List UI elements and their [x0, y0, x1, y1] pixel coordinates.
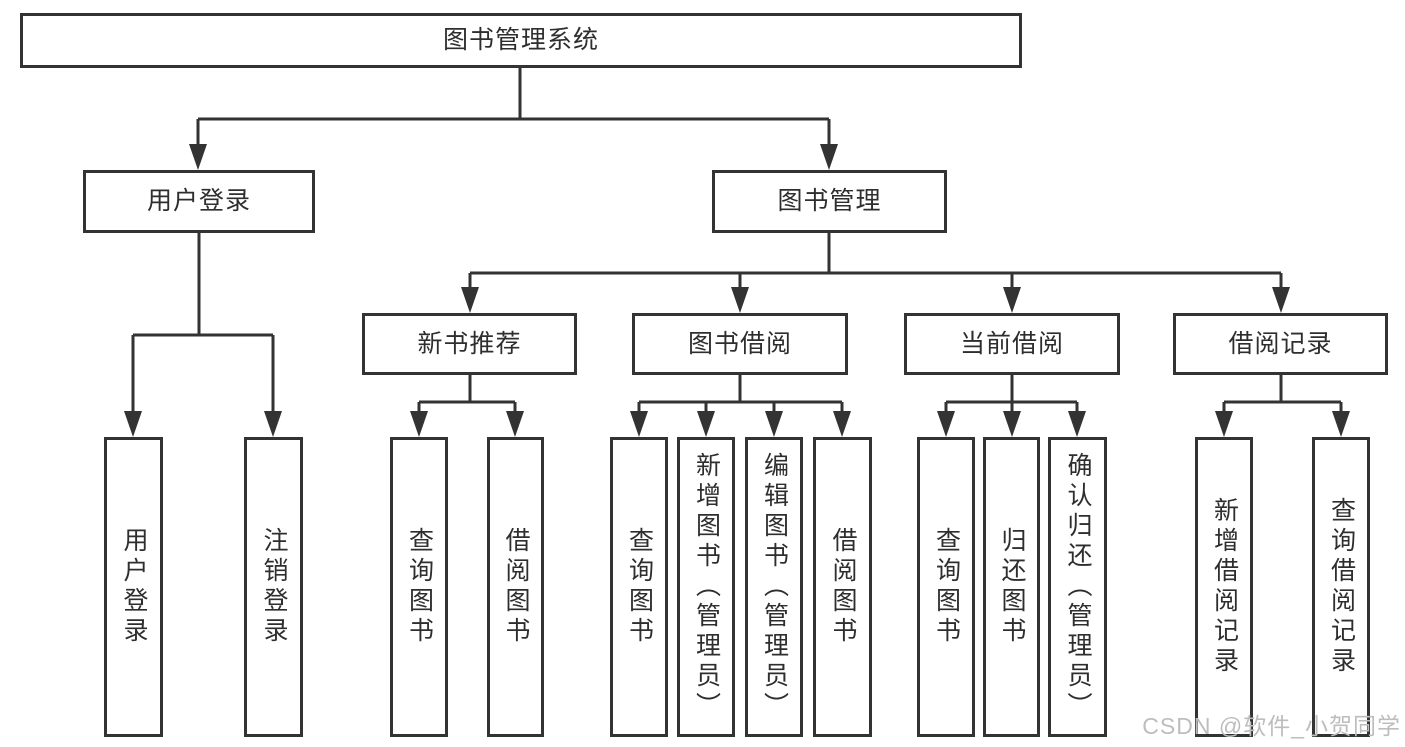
node-br-query-record-label: 查询借阅记录 — [1327, 497, 1356, 677]
edge-new-book-rec-to-leaves — [410, 375, 524, 437]
node-leaf-user-login-label: 用户登录 — [120, 527, 148, 647]
node-book-mgmt-label: 图书管理 — [777, 187, 882, 215]
edge-current-borrow-to-leaves — [937, 374, 1086, 437]
edge-borrow-record-to-leaves — [1215, 375, 1350, 437]
node-nbr-query-book: 查询图书 — [390, 437, 448, 737]
node-cb-query-book-label: 查询图书 — [932, 527, 961, 647]
edge-user-login-to-leaves — [124, 233, 282, 437]
node-cb-return-book: 归还图书 — [983, 437, 1040, 737]
edge-system-to-level2 — [189, 68, 838, 170]
node-br-query-record: 查询借阅记录 — [1312, 437, 1370, 737]
node-cb-query-book: 查询图书 — [917, 437, 975, 737]
node-leaf-logout-label: 注销登录 — [260, 527, 288, 647]
node-cb-return-book-label: 归还图书 — [998, 527, 1026, 647]
node-borrow-record-label: 借阅记录 — [1228, 329, 1333, 358]
node-leaf-user-login: 用户登录 — [104, 437, 163, 737]
node-cb-confirm-return: 确认归还（管理员） — [1048, 437, 1107, 737]
node-bb-query-book-label: 查询图书 — [625, 527, 654, 647]
csdn-watermark: CSDN @软件_小贺同学 — [1142, 713, 1401, 739]
node-system: 图书管理系统 — [20, 13, 1022, 68]
node-borrow-record: 借阅记录 — [1173, 313, 1388, 375]
node-bb-add-book: 新增图书（管理员） — [677, 437, 735, 737]
node-user-login: 用户登录 — [83, 170, 315, 233]
node-new-book-rec: 新书推荐 — [362, 313, 577, 375]
node-leaf-logout: 注销登录 — [244, 437, 303, 737]
node-bb-borrow-book-label: 借阅图书 — [829, 527, 857, 647]
node-bb-edit-book-label: 编辑图书（管理员） — [760, 452, 789, 722]
edge-book-borrow-to-leaves — [630, 375, 851, 437]
node-br-add-record-label: 新增借阅记录 — [1210, 497, 1239, 677]
node-current-borrow: 当前借阅 — [904, 313, 1120, 375]
node-new-book-rec-label: 新书推荐 — [417, 329, 522, 358]
node-nbr-borrow-book-label: 借阅图书 — [502, 527, 530, 647]
node-bb-add-book-label: 新增图书（管理员） — [692, 452, 721, 722]
node-bb-edit-book: 编辑图书（管理员） — [745, 437, 803, 737]
node-nbr-borrow-book: 借阅图书 — [487, 437, 544, 737]
node-br-add-record: 新增借阅记录 — [1195, 437, 1253, 737]
node-nbr-query-book-label: 查询图书 — [405, 527, 434, 647]
node-current-borrow-label: 当前借阅 — [959, 329, 1064, 358]
node-system-label: 图书管理系统 — [442, 26, 599, 54]
edge-book-mgmt-to-level3 — [461, 233, 1290, 313]
node-book-borrow: 图书借阅 — [632, 313, 848, 375]
node-bb-query-book: 查询图书 — [610, 437, 668, 737]
node-cb-confirm-return-label: 确认归还（管理员） — [1064, 452, 1092, 722]
node-user-login-label: 用户登录 — [146, 187, 251, 215]
node-bb-borrow-book: 借阅图书 — [813, 437, 872, 737]
node-book-mgmt: 图书管理 — [712, 170, 947, 233]
node-book-borrow-label: 图书借阅 — [687, 329, 792, 358]
